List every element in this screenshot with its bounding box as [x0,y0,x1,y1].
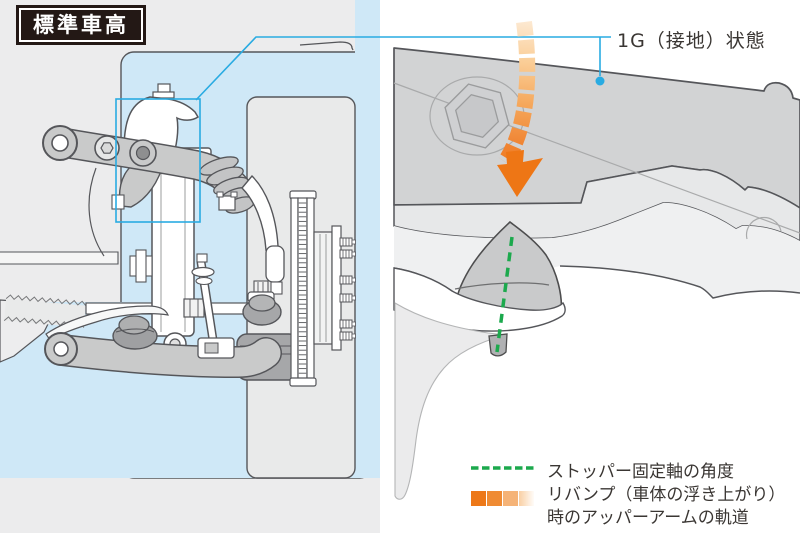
rebound-trajectory-arrow [497,20,543,197]
arrow-head [497,150,543,197]
standard-height-callout-box [115,98,201,223]
ground-state-marker-dot [595,76,605,86]
wheel-lug-bolts [339,237,356,341]
left-panel-illustration [0,0,380,533]
upper-mount [123,96,200,151]
brake-disc [289,190,356,387]
right-panel-illustration [393,47,800,500]
lower-arm [44,315,282,379]
legend-item-rebound-line1: リバンプ（車体の浮き上がり） [547,485,786,505]
ground-state-label: 1G（接地）状態 [617,30,766,52]
knuckle-sail [394,302,506,500]
callout-leader-line [195,36,611,101]
vehicle-height-badge: 標準車高 [16,5,146,46]
vehicle-height-badge-label: 標準車高 [19,8,143,43]
callout-leader [115,36,611,223]
stabilizer-link [191,253,235,359]
hub-body [313,231,333,345]
disc-vent-slots [298,202,307,374]
legend-item-rebound-trajectory: リバンプ（車体の浮き上がり） 時のアッパーアームの軌道 [547,484,785,530]
legend-item-stopper-axis: ストッパー固定軸の角度 [547,462,734,482]
ball-joint-bellows [199,156,256,214]
stopper-axis-line [495,236,514,353]
legend-orange-gradient-swatch [471,491,534,506]
lower-bracket-wing [45,305,169,341]
legend-item-rebound-line2: 時のアッパーアームの軌道 [547,508,749,528]
